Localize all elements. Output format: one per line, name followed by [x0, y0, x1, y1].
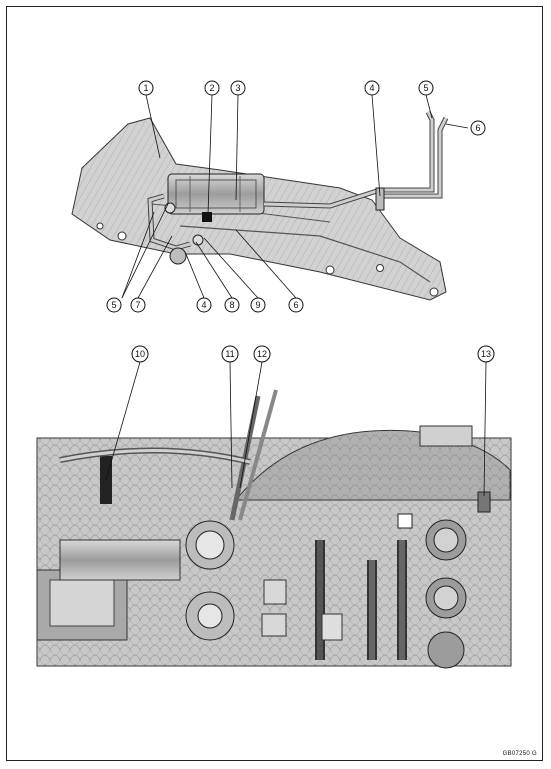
- svg-text:6: 6: [475, 123, 480, 133]
- callout-10: 10: [131, 345, 149, 363]
- callout-2: 2: [204, 80, 220, 96]
- svg-text:5: 5: [111, 300, 116, 310]
- callout-11: 11: [221, 345, 239, 363]
- svg-text:2: 2: [209, 83, 214, 93]
- svg-text:4: 4: [201, 300, 206, 310]
- svg-text:13: 13: [481, 349, 491, 359]
- callout-6-bottom: 6: [288, 297, 304, 313]
- svg-text:6: 6: [293, 300, 298, 310]
- svg-text:1: 1: [143, 83, 148, 93]
- top-callouts: 1 2 3 4 5 6 5 7 4 8 9 6: [106, 80, 486, 313]
- callout-1: 1: [138, 80, 154, 96]
- callout-12: 12: [253, 345, 271, 363]
- svg-text:8: 8: [229, 300, 234, 310]
- bottom-diagram-engine-view: [36, 389, 512, 669]
- callout-7: 7: [130, 297, 146, 313]
- svg-text:3: 3: [235, 83, 240, 93]
- callout-6-top: 6: [470, 120, 486, 136]
- bottom-callouts: 10 11 12 13: [105, 345, 495, 497]
- callout-3: 3: [230, 80, 246, 96]
- svg-text:7: 7: [135, 300, 140, 310]
- callout-4-top: 4: [364, 80, 380, 96]
- svg-text:10: 10: [135, 349, 145, 359]
- callout-4-bottom: 4: [196, 297, 212, 313]
- svg-text:5: 5: [423, 83, 428, 93]
- svg-text:12: 12: [257, 349, 267, 359]
- figure-code: GB07250 G: [502, 751, 537, 757]
- callout-13: 13: [477, 345, 495, 363]
- callout-5-top: 5: [418, 80, 434, 96]
- vent-hoses: [147, 110, 449, 265]
- callout-9: 9: [250, 297, 266, 313]
- svg-text:11: 11: [225, 349, 234, 359]
- callout-5-bottom: 5: [106, 297, 122, 313]
- svg-text:4: 4: [369, 83, 374, 93]
- canister-body: [167, 173, 265, 215]
- svg-text:9: 9: [255, 300, 260, 310]
- callout-8: 8: [224, 297, 240, 313]
